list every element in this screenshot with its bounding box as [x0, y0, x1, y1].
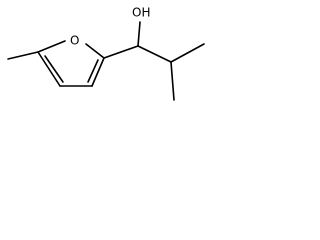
double-bond-c4-c5-inner [44, 55, 64, 83]
bond-isopropyl-me-up [170, 43, 205, 63]
bond-isopropyl-me-down [170, 61, 175, 101]
structure-drawing: O OH [7, 6, 205, 101]
bond-c2-ch [103, 45, 139, 59]
bond-c4-c5 [37, 51, 61, 87]
hydroxyl-label: OH [132, 6, 150, 20]
double-bond-c2-c3-inner [87, 59, 99, 83]
molecule-canvas: O OH [0, 0, 212, 111]
bond-methyl-c5 [7, 51, 39, 60]
ring-oxygen-label: O [70, 34, 79, 48]
bond-o1-c2 [85, 43, 105, 59]
bond-ch-oh [137, 21, 141, 47]
bond-c2-c3 [91, 57, 105, 87]
bond-c5-o1 [37, 40, 66, 53]
bond-ch-isopropyl [137, 45, 172, 63]
